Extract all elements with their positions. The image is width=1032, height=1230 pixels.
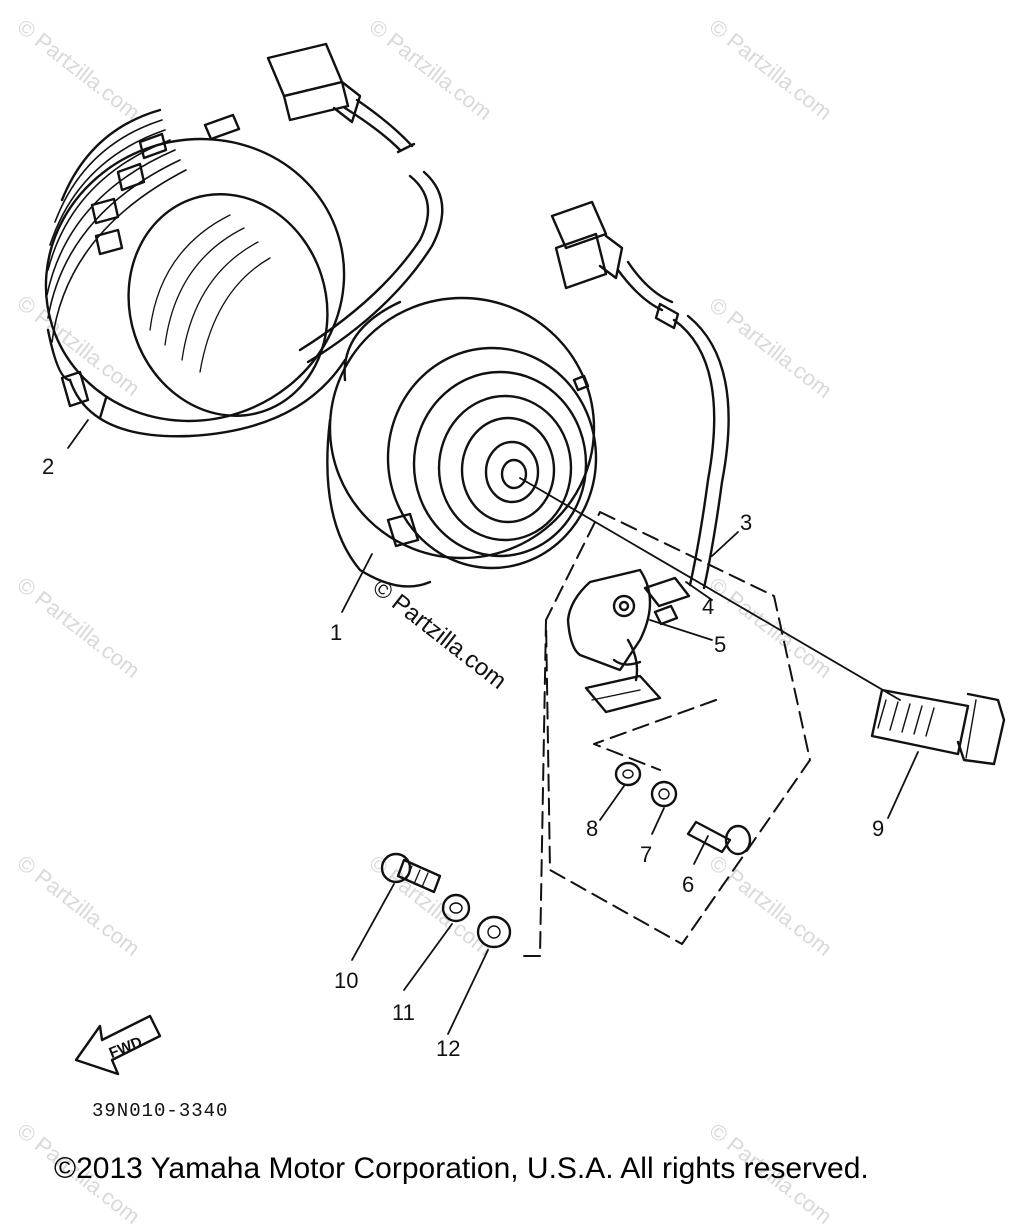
callout-4: 4: [702, 594, 715, 619]
pickup-coil: [566, 568, 691, 714]
washer-7: [650, 780, 678, 808]
diagram-code: 39N010-3340: [92, 1100, 229, 1122]
callout-6: 6: [682, 872, 695, 897]
group-boundary: [517, 511, 811, 957]
fwd-label: FWD: [107, 1033, 145, 1062]
callout-12: 12: [436, 1036, 461, 1061]
screw-10: [380, 852, 442, 894]
pickup-connector: [550, 200, 730, 590]
callout-5: 5: [714, 632, 727, 657]
fwd-arrow-icon: [74, 1014, 162, 1076]
flange-bolt: [870, 688, 1006, 766]
parts-diagram: FWD: [44, 42, 1006, 1076]
callout-7: 7: [640, 842, 653, 867]
axis-line: [519, 477, 901, 701]
washer-12: [476, 915, 512, 949]
leader-lines: [67, 419, 919, 1035]
washer-8: [614, 761, 642, 787]
screw-6: [686, 820, 752, 856]
callout-3: 3: [740, 510, 753, 535]
callout-9: 9: [872, 816, 885, 841]
callout-11: 11: [392, 1000, 415, 1025]
callout-1: 1: [330, 620, 343, 645]
stator-connector: [266, 42, 444, 364]
rotor: [326, 296, 598, 588]
callout-2: 2: [42, 454, 55, 479]
copyright-text: ©2013 Yamaha Motor Corporation, U.S.A. A…: [54, 1152, 869, 1185]
washer-11: [441, 893, 471, 923]
stator-coil: [44, 108, 347, 438]
callout-10: 10: [334, 968, 359, 993]
callout-8: 8: [586, 816, 599, 841]
